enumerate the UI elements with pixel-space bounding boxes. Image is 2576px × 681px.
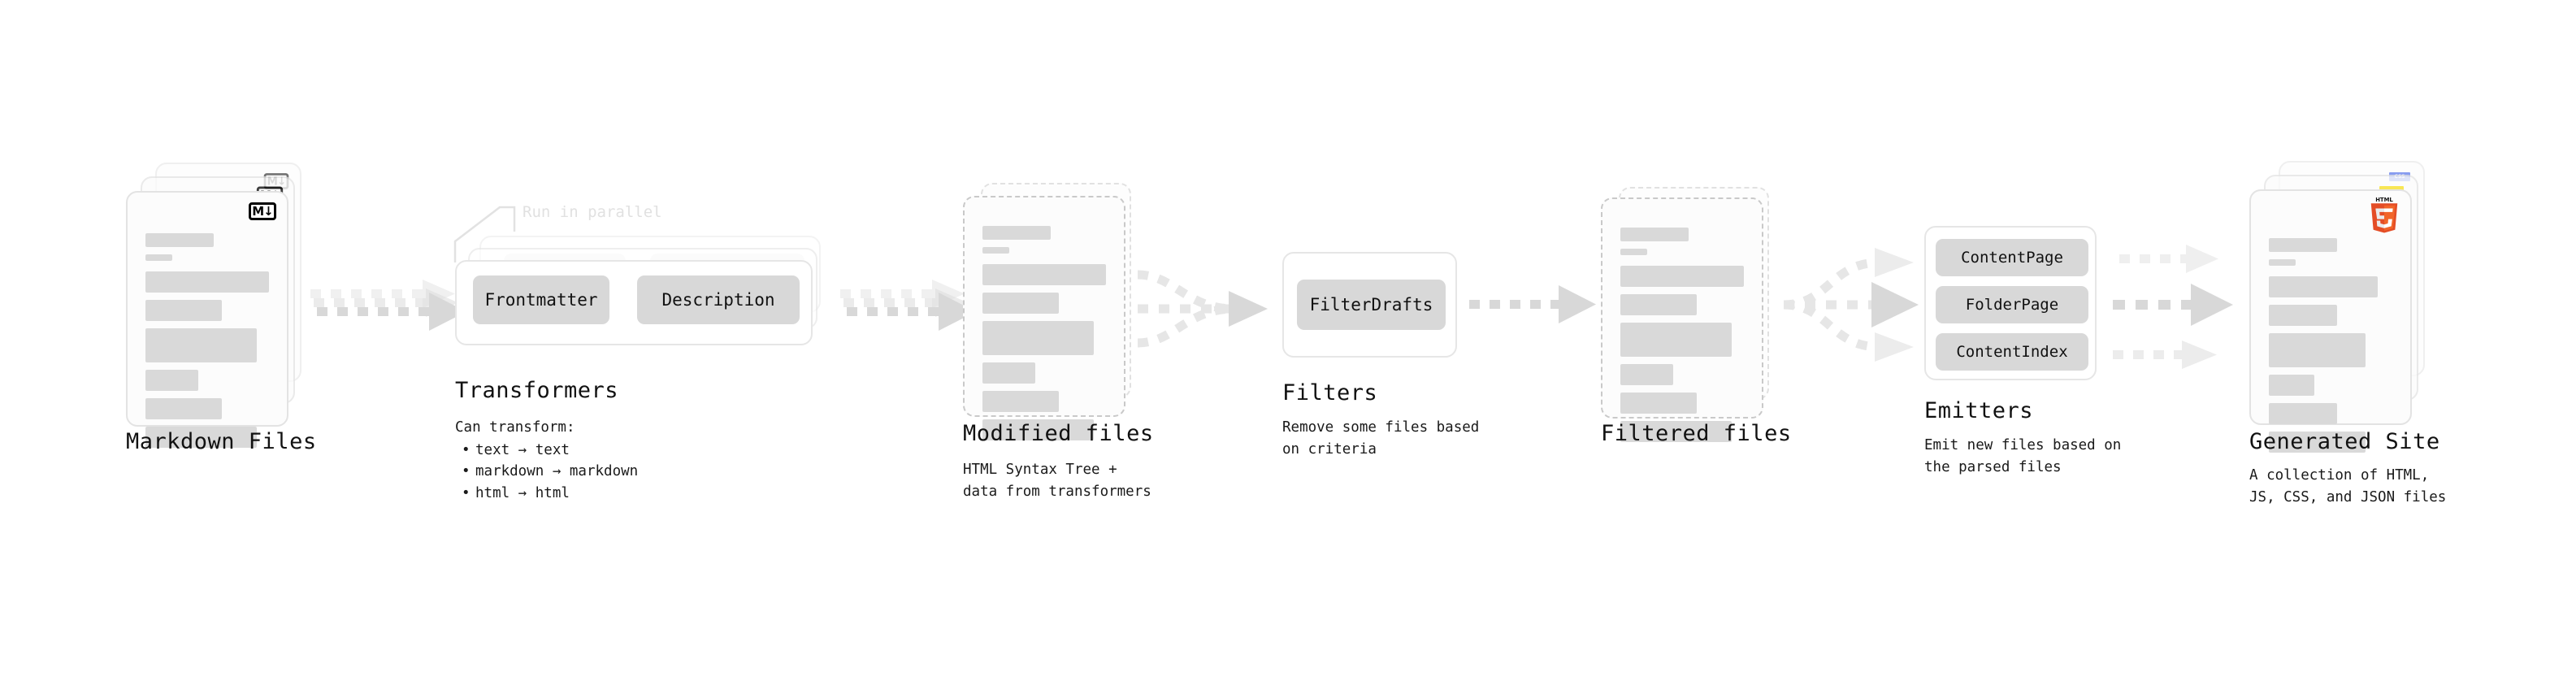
list-item: html → html <box>455 483 638 505</box>
transformers-title: Transformers <box>455 378 619 403</box>
modified-files-subtitle: HTML Syntax Tree + data from transformer… <box>963 462 1151 500</box>
modified-files-stack <box>963 183 1150 440</box>
filter-chip-filterdrafts[interactable]: FilterDrafts <box>1297 280 1446 330</box>
file-content-placeholder <box>145 233 269 455</box>
connector-markdown-to-transformers <box>310 280 466 331</box>
file-content-placeholder <box>982 226 1106 448</box>
file-content-placeholder <box>2269 238 2392 460</box>
connector-filtered-to-emitters <box>1783 248 1919 362</box>
filters-title: Filters <box>1282 380 1378 406</box>
generated-site-subtitle: A collection of HTML, JS, CSS, and JSON … <box>2249 467 2447 505</box>
run-in-parallel-label: Run in parallel <box>523 203 662 221</box>
generated-site-stack: CSS HTML <box>2249 161 2444 453</box>
transformer-chip-description[interactable]: Description <box>637 275 800 324</box>
filtered-files-stack <box>1601 187 1788 442</box>
filtered-files-title: Filtered files <box>1601 421 1792 446</box>
html5-icon-wordmark: HTML <box>2375 197 2393 203</box>
transformers-capabilities-lead: Can transform: <box>455 419 575 436</box>
markdown-files-title: Markdown Files <box>126 429 317 454</box>
connector-transformers-to-modified <box>840 280 976 331</box>
emitter-chip-folderpage[interactable]: FolderPage <box>1936 286 2088 323</box>
transformers-capabilities: Can transform: text → text markdown → ma… <box>455 417 638 504</box>
markdown-icon: M↓ <box>249 202 276 220</box>
emitter-chip-contentpage[interactable]: ContentPage <box>1936 239 2088 276</box>
emitters-box: ContentPage FolderPage ContentIndex <box>1924 226 2097 380</box>
filters-box: FilterDrafts <box>1282 252 1457 358</box>
markdown-file-card-front: M↓ <box>126 191 288 448</box>
markdown-files-stack: M↓ M↓ M↓ <box>126 163 321 448</box>
run-in-parallel-bracket <box>453 206 516 262</box>
list-item: text → text <box>455 440 638 462</box>
generated-site-title: Generated Site <box>2249 429 2440 454</box>
connector-emitters-to-site <box>2113 245 2233 369</box>
filters-subtitle: Remove some files based on criteria <box>1282 419 1480 458</box>
emitters-subtitle: Emit new files based on the parsed files <box>1924 437 2122 475</box>
connector-modified-to-filters <box>1137 270 1268 348</box>
file-content-placeholder <box>1620 228 1744 449</box>
filtered-file-card-front <box>1601 197 1763 442</box>
list-item: markdown → markdown <box>455 461 638 483</box>
transformers-box: Frontmatter Description <box>455 260 813 345</box>
generated-site-card-front: HTML <box>2249 189 2412 453</box>
emitter-chip-contentindex[interactable]: ContentIndex <box>1936 333 2088 371</box>
html5-icon: HTML <box>2368 196 2400 233</box>
modified-file-card-front <box>963 196 1125 440</box>
transformers-stack: Frontmatter Description <box>455 236 837 345</box>
connector-filters-to-filtered <box>1469 285 1596 323</box>
transformers-bullet-list: text → text markdown → markdown html → h… <box>455 440 638 505</box>
emitters-title: Emitters <box>1924 398 2034 423</box>
modified-files-title: Modified files <box>963 421 1154 446</box>
transformer-chip-frontmatter[interactable]: Frontmatter <box>473 275 609 324</box>
